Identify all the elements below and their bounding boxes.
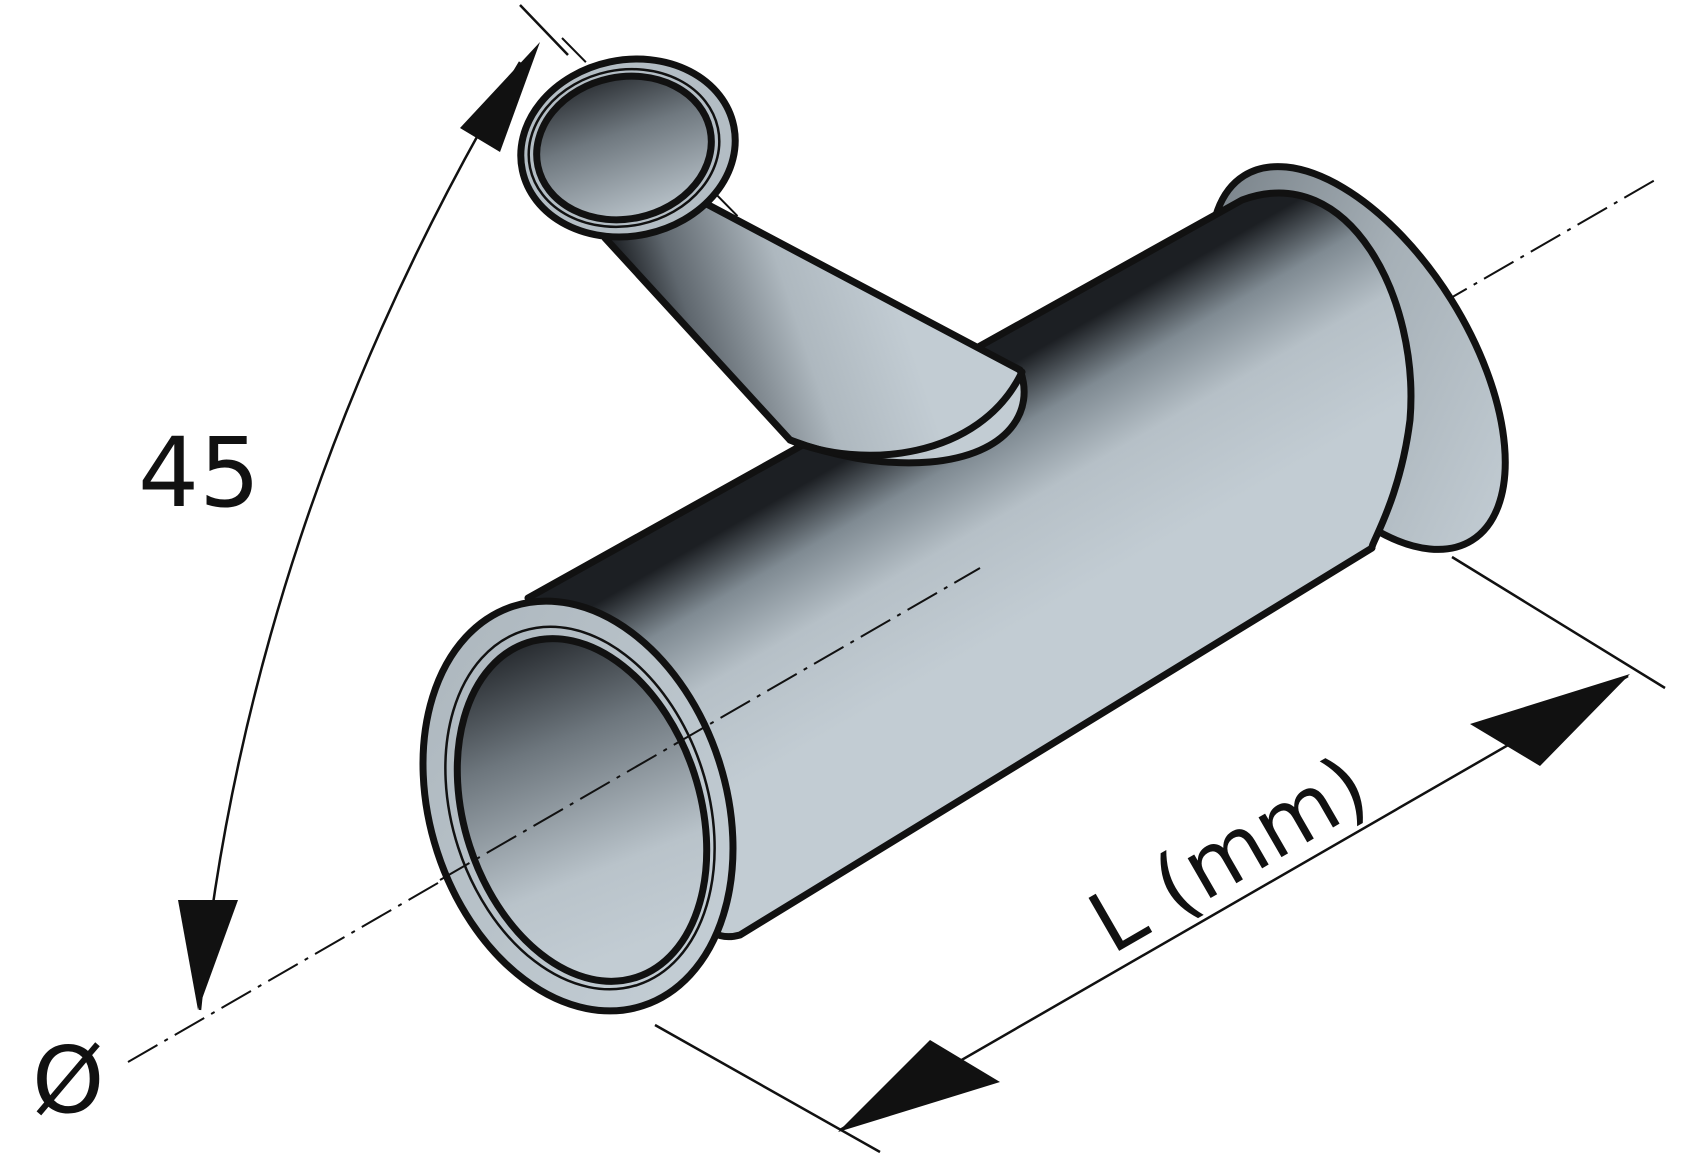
length-arrow-right-icon [1470, 674, 1630, 766]
angle-arrow-bottom-icon [178, 900, 238, 1010]
length-label: L (mm) [1073, 736, 1384, 972]
length-arrow-left-icon [838, 1040, 1000, 1132]
left-flange [419, 597, 737, 1015]
diameter-symbol: Ø [32, 1027, 104, 1134]
angle-dimension [178, 4, 569, 1011]
angle-arrow-top-icon [460, 42, 540, 152]
branch-saddle-line [786, 368, 1026, 459]
angle-label: 45 [138, 417, 260, 529]
length-dimension [654, 555, 1666, 1154]
main-axis-line-front [439, 567, 981, 881]
branch-top-flange [517, 55, 739, 241]
